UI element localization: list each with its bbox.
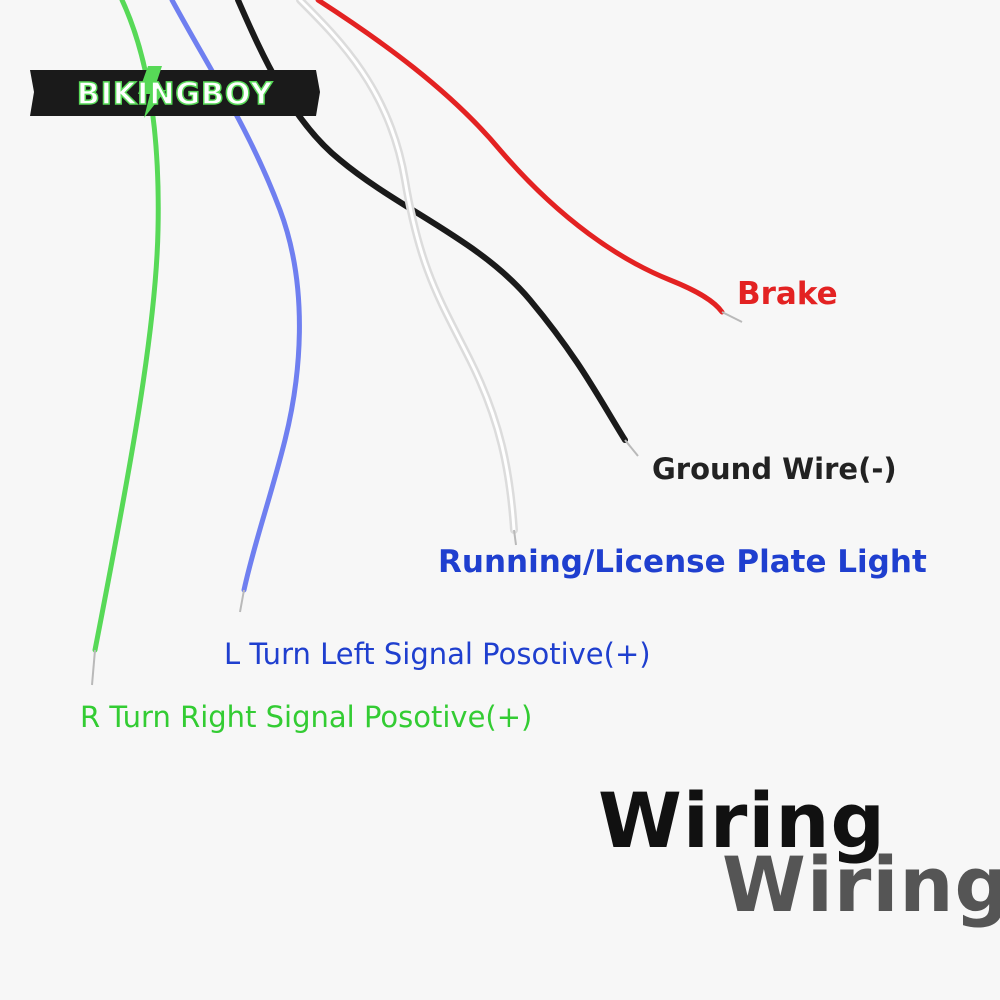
wire-black-tip	[624, 439, 639, 457]
wire-white-highlight	[298, 0, 516, 532]
wire-green-tip	[91, 649, 96, 686]
logo-bolt	[138, 66, 166, 118]
title-wiring: Wiring	[598, 776, 886, 865]
wire-white	[296, 0, 518, 534]
label-left-turn-signal: L Turn Left Signal Posotive(+)	[224, 637, 651, 671]
logo-text: BIKINGBOY	[77, 77, 273, 112]
title-wiring-shadow: Wiring	[722, 840, 1000, 929]
wire-red-tip	[721, 311, 743, 323]
label-brake: Brake	[737, 276, 838, 312]
label-right-turn-signal: R Turn Right Signal Posotive(+)	[80, 700, 533, 734]
label-running-license-light: Running/License Plate Light	[438, 544, 927, 580]
wire-blue-tip	[239, 589, 245, 613]
logo-badge	[30, 70, 320, 116]
wire-white-tip	[513, 529, 517, 546]
bikingboy-logo: BIKINGBOY	[30, 66, 320, 118]
wire-red	[315, 0, 725, 315]
label-ground-wire: Ground Wire(-)	[652, 452, 897, 486]
